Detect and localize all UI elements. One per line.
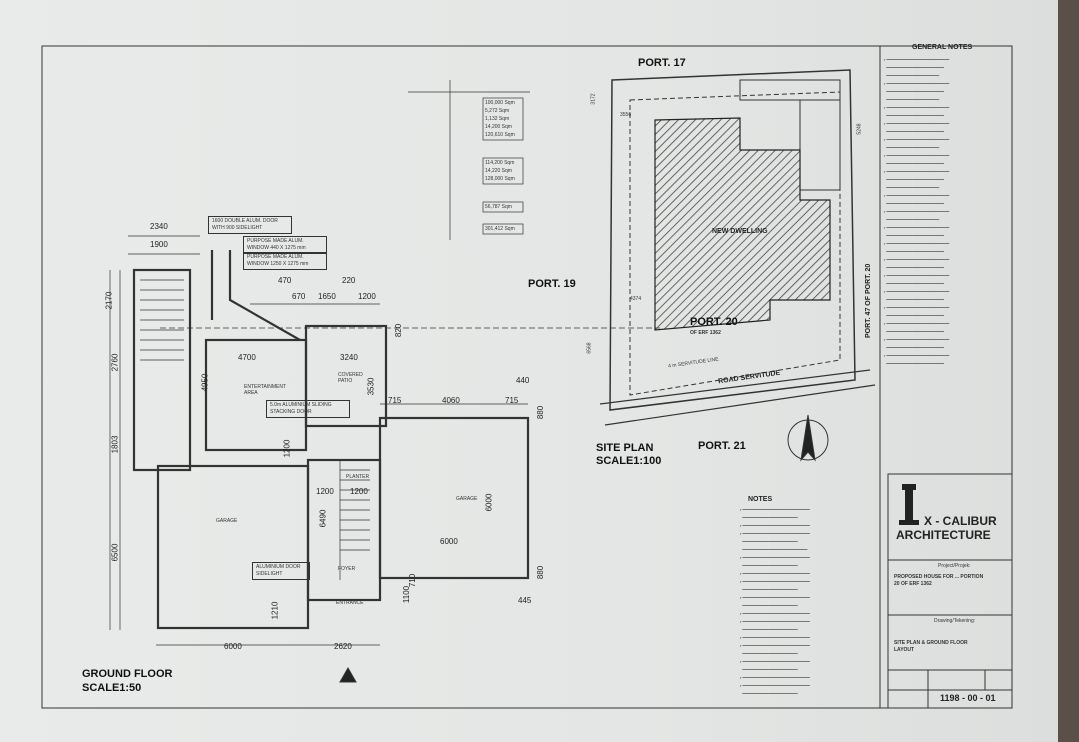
dim-label: 880 bbox=[536, 405, 546, 420]
area-value: 14,220 Sqm bbox=[485, 168, 512, 174]
site-dim: 3172 bbox=[590, 93, 597, 105]
site-label-port20-sub: OF ERF 1362 bbox=[690, 330, 721, 336]
new-dwelling-label: NEW DWELLING bbox=[712, 228, 768, 235]
area-value: 120,610 Sqm bbox=[485, 132, 515, 138]
general-notes-body: ▪ ━━━━━━━━━━━━━━━━━━━━━━━━━━ ━━━━━━━━━━━… bbox=[884, 57, 950, 366]
callout-window-2: PURPOSE MADE ALUM. WINDOW 1250 X 1275 mm bbox=[243, 252, 327, 270]
area-value: 5,272 Sqm bbox=[485, 108, 510, 114]
area-value: 114,200 Sqm bbox=[485, 160, 515, 166]
area-value: 301,412 Sqm bbox=[485, 226, 515, 232]
dim-label: 4950 bbox=[200, 373, 210, 392]
dim-label: 3530 bbox=[366, 377, 376, 396]
dim-label: 445 bbox=[518, 596, 532, 605]
drawing-number: 1198 - 00 - 01 bbox=[940, 693, 996, 703]
dim-label: 220 bbox=[342, 276, 356, 285]
dim-label: 4700 bbox=[238, 353, 256, 362]
area-value: 14,200 Sqm bbox=[485, 124, 512, 130]
dim-label: 1803 bbox=[110, 435, 120, 454]
room-planter: PLANTER bbox=[346, 474, 370, 480]
dim-label: 440 bbox=[516, 376, 530, 385]
dim-label: 880 bbox=[536, 565, 546, 580]
dim-label: 715 bbox=[388, 396, 402, 405]
callout-door: 1600 DOUBLE ALUM. DOOR WITH 900 SIDELIGH… bbox=[208, 216, 292, 234]
dim-label: 3240 bbox=[340, 353, 358, 362]
callout-alum-door: ALUMINIUM DOOR SIDELIGHT bbox=[252, 562, 310, 580]
area-value: 128,000 Sqm bbox=[485, 176, 515, 182]
dim-label: 2620 bbox=[334, 642, 352, 651]
notes-title: NOTES bbox=[748, 496, 773, 503]
company-name-line1: X - CALIBUR bbox=[924, 514, 997, 528]
callout-window-1: PURPOSE MADE ALUM. WINDOW 440 X 1275 mm bbox=[243, 236, 327, 254]
room-covered-patio: COVERED PATIO bbox=[338, 372, 363, 384]
dim-label: 670 bbox=[292, 292, 306, 301]
dim-label: 4060 bbox=[442, 396, 460, 405]
dim-label: 1200 bbox=[358, 292, 376, 301]
dim-label: 6490 bbox=[318, 509, 328, 528]
stair-walls bbox=[132, 268, 192, 472]
sheet-border bbox=[41, 45, 1013, 709]
ground-floor-title: GROUND FLOOR bbox=[82, 668, 173, 680]
site-dim: 6568 bbox=[586, 342, 593, 354]
project-description: PROPOSED HOUSE FOR ... PORTION 20 OF ERF… bbox=[894, 574, 984, 587]
dim-label: 6000 bbox=[440, 537, 458, 546]
dim-label: 710 bbox=[408, 573, 418, 588]
area-value: 1,132 Sqm bbox=[485, 116, 510, 122]
site-dim: 3556 bbox=[620, 112, 632, 118]
room-garage-left: GARAGE bbox=[216, 518, 238, 524]
room-entrance: ENTRANCE bbox=[336, 600, 364, 606]
general-notes-title: GENERAL NOTES bbox=[912, 44, 973, 51]
dim-label: 2340 bbox=[150, 222, 168, 231]
garage-left-walls bbox=[156, 464, 310, 630]
dim-label: 6500 bbox=[110, 543, 120, 562]
site-boundary bbox=[609, 69, 856, 411]
area-value: 100,000 Sqm bbox=[485, 100, 515, 106]
dim-label: 1210 bbox=[270, 601, 280, 620]
title-block bbox=[887, 473, 1013, 709]
drawing-description: SITE PLAN & GROUND FLOOR LAYOUT bbox=[894, 640, 968, 653]
room-garage-right: GARAGE bbox=[456, 496, 478, 502]
room-entertainment: ENTERTAINMENT AREA bbox=[244, 384, 286, 396]
site-label-port47: PORT. 47 OF PORT. 20 bbox=[865, 263, 872, 338]
site-label-port21: PORT. 21 bbox=[698, 440, 746, 452]
dim-label: 2760 bbox=[110, 353, 120, 372]
dim-label: 1200 bbox=[282, 439, 292, 458]
company-name-line2: ARCHITECTURE bbox=[896, 528, 991, 542]
drawing-label: Drawing/Tekening: bbox=[934, 618, 976, 624]
dim-label: 470 bbox=[278, 276, 292, 285]
dim-label: 715 bbox=[505, 396, 519, 405]
foyer-walls bbox=[306, 458, 382, 602]
site-label-port19: PORT. 19 bbox=[528, 278, 576, 290]
site-dim: 5248 bbox=[856, 123, 863, 135]
dim-label: 6000 bbox=[484, 493, 494, 512]
dim-label: 1200 bbox=[350, 487, 368, 496]
new-dwelling-footprint bbox=[654, 117, 831, 331]
room-foyer: FOYER bbox=[338, 566, 356, 572]
covered-patio-walls bbox=[304, 324, 388, 428]
ground-floor-scale: SCALE1:50 bbox=[82, 682, 142, 694]
dim-label: 820 bbox=[394, 323, 404, 338]
company-logo bbox=[899, 484, 919, 525]
dim-label: 1100 bbox=[402, 585, 412, 604]
project-label: Project/Projek: bbox=[938, 563, 971, 569]
dim-label: 2170 bbox=[104, 291, 114, 310]
site-plan-title: SITE PLAN bbox=[596, 442, 654, 454]
site-label-port17: PORT. 17 bbox=[638, 57, 686, 69]
garage-right-walls bbox=[378, 416, 530, 580]
dim-label: 1900 bbox=[150, 240, 168, 249]
site-label-port20: PORT. 20 bbox=[690, 316, 738, 328]
dim-label: 1200 bbox=[316, 487, 334, 496]
site-dim: 4374 bbox=[630, 296, 642, 302]
site-plan-scale: SCALE1:100 bbox=[596, 455, 662, 467]
dim-label: 1650 bbox=[318, 292, 336, 301]
notes-body: ▪ ━━━━━━━━━━━━━━━━━━━━━━━━━━━━ ━━━━━━━━━… bbox=[740, 507, 810, 696]
area-value: 56,787 Sqm bbox=[485, 204, 512, 210]
callout-sliding-door: 5.0m ALUMINIUM SLIDING STACKING DOOR bbox=[266, 400, 350, 418]
dim-label: 6000 bbox=[224, 642, 242, 651]
